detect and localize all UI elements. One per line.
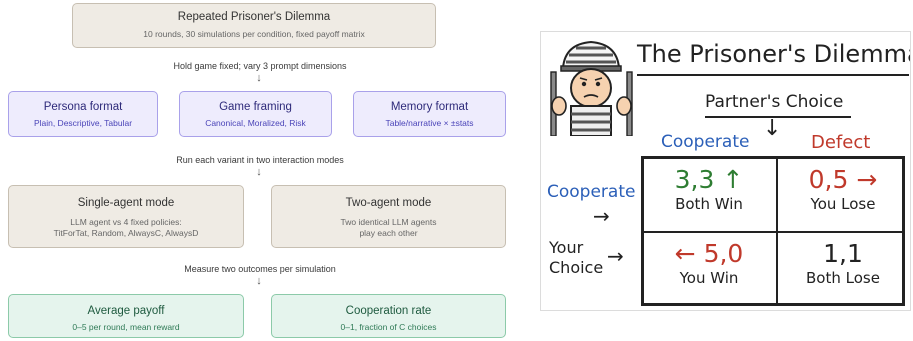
partner-choice-label: Partner's Choice [705, 92, 844, 112]
title-underline [637, 74, 909, 76]
mode-line2: TitForTat, Random, AlwaysC, AlwaysD [53, 228, 199, 238]
cell-result: You Lose [810, 195, 876, 213]
mode-title: Two-agent mode [345, 197, 432, 209]
mode-line1: Two identical LLM agents [340, 217, 437, 227]
mode-single-agent: Single-agent mode LLM agent vs 4 fixed p… [8, 185, 244, 248]
dimension-subtitle: Plain, Descriptive, Tabular [33, 118, 133, 128]
arrow-down-icon: ↓ [256, 72, 262, 84]
prisoners-dilemma-illustration: The Prisoner's Dilemma Partner's Choice … [540, 31, 911, 311]
mode-line2: play each other [359, 228, 418, 238]
dimension-subtitle: Canonical, Moralized, Risk [205, 118, 306, 128]
dimension-title: Memory format [390, 101, 469, 113]
arrow-down-icon: ↓ [256, 275, 262, 287]
cell-defect-cooperate: ← 5,0 You Win [644, 233, 774, 303]
top-box-subtitle: 10 rounds, 30 simulations per condition,… [143, 29, 365, 39]
row-cooperate-label: Cooperate [547, 182, 636, 202]
partner-underline [705, 116, 851, 118]
outcome-payoff: Average payoff 0–5 per round, mean rewar… [8, 294, 244, 338]
cell-payoff: 0,5 [808, 165, 849, 194]
matrix-title: The Prisoner's Dilemma [637, 40, 911, 68]
row-cooperate-arrow-icon: → [593, 204, 610, 228]
matrix-divider-horizontal [644, 231, 902, 233]
cell-payoff: 5,0 [703, 239, 744, 268]
outcome-title: Cooperation rate [345, 305, 432, 317]
step3-label: Measure two outcomes per simulation [184, 264, 336, 274]
cell-defect-defect: 1,1 Both Lose [778, 233, 908, 303]
outcome-cooperation: Cooperation rate 0–1, fraction of C choi… [271, 294, 506, 338]
top-box-title: Repeated Prisoner's Dilemma [177, 11, 331, 23]
cell-result: Both Win [675, 195, 743, 213]
dimension-title: Persona format [43, 101, 123, 113]
cell-result: Both Lose [806, 269, 880, 287]
up-arrow-icon: ↑ [722, 165, 744, 194]
dimension-memory: Memory format Table/narrative × ±stats [353, 91, 506, 137]
row-your-label: Your [549, 238, 584, 257]
outcome-subtitle: 0–1, fraction of C choices [340, 322, 437, 332]
outcome-title: Average payoff [87, 305, 165, 317]
step2-label: Run each variant in two interaction mode… [176, 155, 344, 165]
dimension-persona: Persona format Plain, Descriptive, Tabul… [8, 91, 158, 137]
col-defect-label: Defect [811, 132, 871, 153]
right-arrow-icon: → [856, 165, 878, 194]
outcome-subtitle: 0–5 per round, mean reward [72, 322, 180, 332]
cell-cooperate-cooperate: 3,3 ↑ Both Win [644, 159, 774, 229]
prisoner-cartoon-icon [550, 40, 633, 136]
arrow-down-icon: ↓ [256, 166, 262, 178]
dimension-subtitle: Table/narrative × ±stats [385, 118, 474, 128]
cell-cooperate-defect: 0,5 → You Lose [778, 159, 908, 229]
col-cooperate-label: Cooperate [661, 132, 750, 152]
left-arrow-icon: ← [674, 239, 696, 268]
partner-arrow-down-icon: ↓ [763, 116, 782, 141]
dimension-framing: Game framing Canonical, Moralized, Risk [179, 91, 332, 137]
cell-payoff: 1,1 [823, 239, 863, 268]
cell-payoff: 3,3 [674, 165, 715, 194]
cell-result: You Win [679, 269, 739, 287]
top-box: Repeated Prisoner's Dilemma 10 rounds, 3… [72, 3, 436, 48]
mode-title: Single-agent mode [77, 197, 175, 209]
mode-two-agent: Two-agent mode Two identical LLM agents … [271, 185, 506, 248]
row-choice-arrow-icon: → [607, 244, 624, 268]
step1-label: Hold game fixed; vary 3 prompt dimension… [173, 61, 347, 71]
payoff-matrix: 3,3 ↑ Both Win 0,5 → You Lose ← 5,0 You … [641, 156, 905, 306]
row-choice-label: Choice [549, 258, 604, 277]
mode-line1: LLM agent vs 4 fixed policies: [70, 217, 182, 227]
dimension-title: Game framing [219, 101, 292, 113]
